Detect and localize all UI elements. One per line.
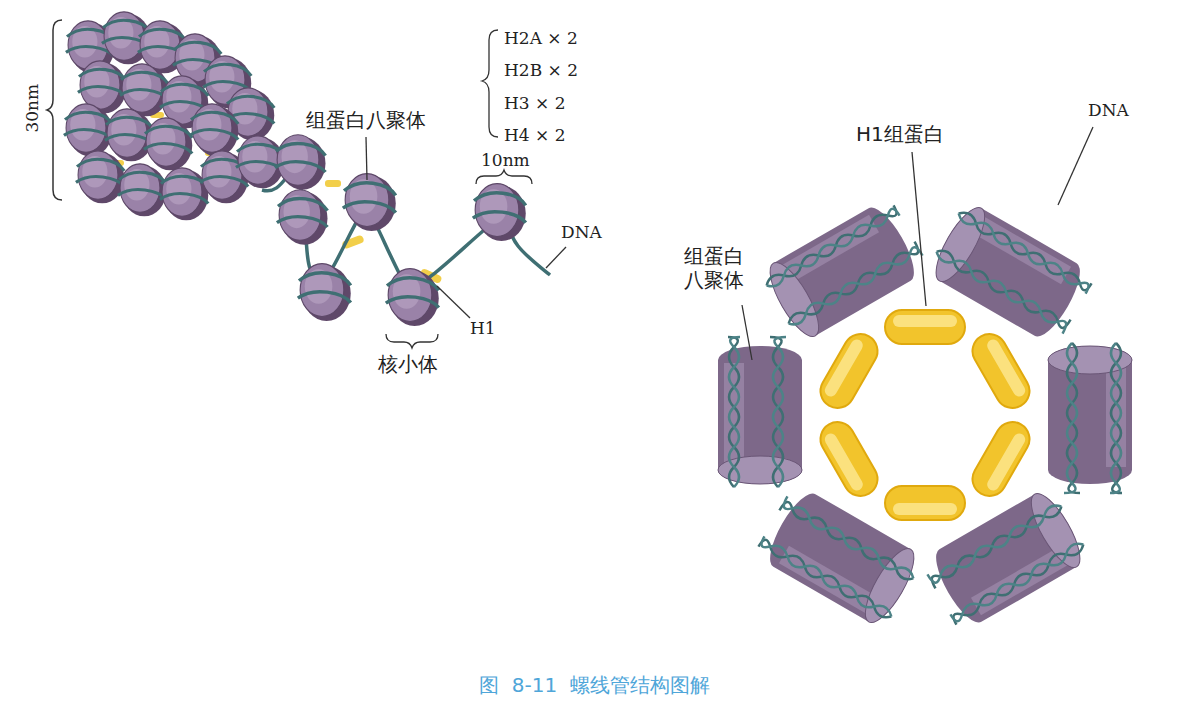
solenoid-cross-section (718, 197, 1132, 634)
leader-lines (742, 127, 1093, 360)
part-label: 组蛋白 八聚体 (684, 244, 754, 292)
part-label: 核小体 (378, 352, 438, 376)
part-label: 组蛋白八聚体 (306, 108, 426, 132)
dimension-label: 30nm (22, 84, 42, 133)
part-label: DNA (561, 222, 602, 242)
chromatin-fiber (64, 12, 284, 221)
histone-count: H3 × 2 (504, 93, 566, 113)
dimension-label: 10nm (481, 150, 530, 170)
part-label: H1 (470, 318, 496, 338)
figure-caption: 图 8-11 螺线管结构图解 (0, 672, 1189, 699)
part-label: H1组蛋白 (856, 122, 944, 146)
histone-count: H2A × 2 (504, 28, 578, 48)
histone-count: H2B × 2 (504, 60, 578, 80)
h1-ring (814, 310, 1035, 520)
bracket (47, 20, 62, 200)
part-label: DNA (1088, 100, 1129, 120)
histone-count: H4 × 2 (504, 125, 566, 145)
